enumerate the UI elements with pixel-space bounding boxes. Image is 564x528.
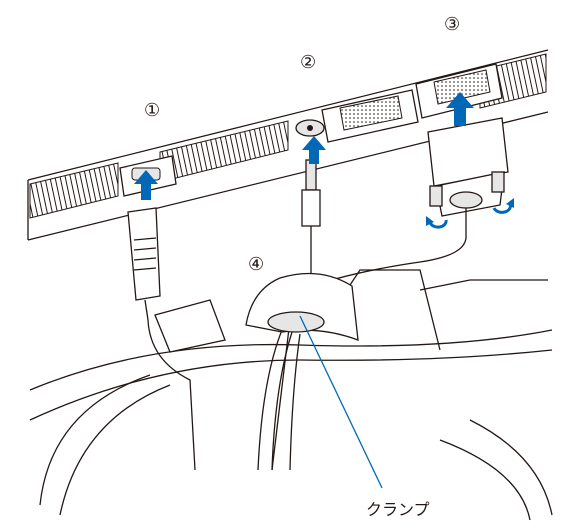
vent-group-2 [159,120,289,183]
stand-rim-inner [29,349,553,421]
stand-front-left [39,374,151,506]
stand-front-left-inner [59,384,171,516]
audio-port [295,119,325,137]
cable-clip [154,299,226,353]
clamp [245,272,359,341]
label-1: ① [144,100,160,121]
rotate-arrow-icon [426,216,448,229]
dvi-cable [299,117,509,291]
stand-front-right [469,419,553,516]
bundle-cable-1 [257,329,283,471]
panel-top-edge [27,49,549,181]
stand-rim-outer [29,329,553,391]
audio-plug-tip [305,159,317,191]
power-cable-wire [144,299,196,471]
clamp-opening [267,311,325,333]
stand-front-right-inner [439,439,531,521]
power-cable [127,207,226,471]
audio-plug-body [301,189,321,227]
vent-group-1 [29,162,119,219]
dvi-port [415,63,503,119]
rotate-arrow-icon [492,198,514,214]
label-2: ② [300,52,316,73]
up-arrow-icon [134,170,158,200]
clamp-leader-line [299,315,383,489]
up-arrow-icon [446,92,474,126]
clamp-label: クランプ [366,500,430,519]
bundled-cables [257,329,301,471]
monitor-stand [29,269,553,521]
label-4: ④ [248,254,264,275]
up-arrow-icon [302,136,326,164]
power-plug [127,207,161,301]
dvi-plug-head [427,117,509,187]
dvi-ferrite [449,191,483,209]
vga-port [321,89,419,143]
dvi-thumbscrew-left [429,185,443,207]
label-3: ③ [444,14,460,35]
dvi-thumbscrew-right [491,171,505,193]
stand-neck-back [419,279,548,291]
